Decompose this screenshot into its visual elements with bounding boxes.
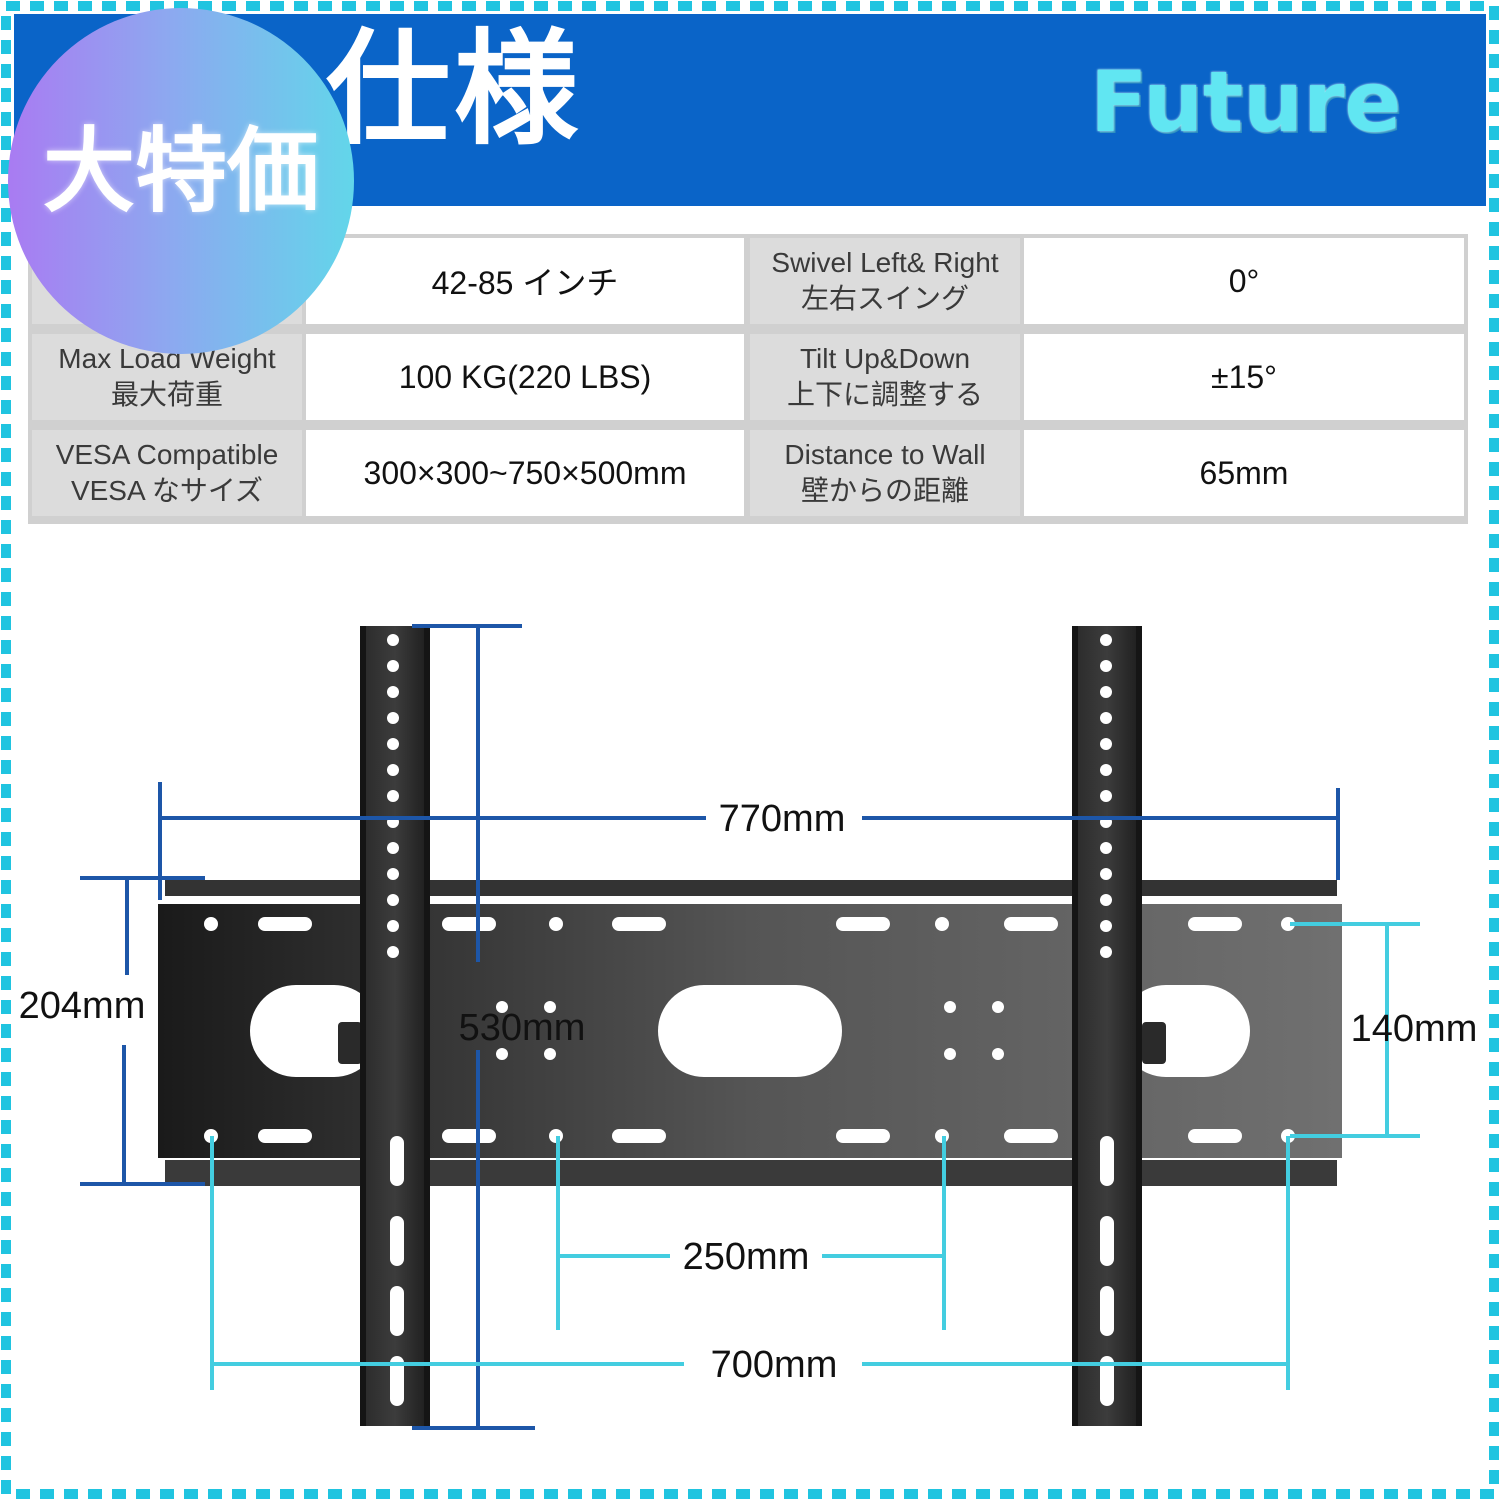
arm-hole [387,660,399,672]
arm-hole [387,790,399,802]
spec-label-en: VESA Compatible [55,439,279,470]
wall-plate [158,880,1342,1186]
spec-value-tilt: ±15° [1024,334,1464,420]
arm-hole [1100,790,1112,802]
spec-label-en: Distance to Wall [784,439,986,470]
dim-label-140: 140mm [1351,1008,1478,1050]
arm-hole [387,920,399,932]
arm-hole [387,634,399,646]
spec-value-distance: 65mm [1024,430,1464,516]
right-mounting-arm [1072,626,1142,1426]
arm-hole [1100,868,1112,880]
spec-label-ja: 壁からの距離 [800,475,969,506]
arm-hole [387,738,399,750]
spec-value-swivel: 0° [1024,238,1464,324]
sale-badge: 大特価 [8,8,354,354]
spec-label-ja: 最大荷重 [110,379,223,410]
dim-label-530: 530mm [459,1007,586,1049]
spec-label-en: Tilt Up&Down [799,343,971,374]
spec-label-ja: 上下に調整する [786,379,983,410]
arm-hole [1100,660,1112,672]
dimension-lines-cyan [210,922,1420,1390]
spec-label-swivel: Swivel Left& Right 左右スイング [750,238,1020,324]
dim-label-770: 770mm [719,798,846,840]
arm-hole [1100,712,1112,724]
arm-hole [387,894,399,906]
arm-hole [1100,764,1112,776]
arm-hole [1100,842,1112,854]
spec-value-load: 100 KG(220 LBS) [306,334,744,420]
arm-hole [387,764,399,776]
dim-label-700: 700mm [711,1344,838,1386]
arm-hole [1100,738,1112,750]
arm-hole [387,842,399,854]
left-mounting-arm [360,626,430,1426]
dim-label-250: 250mm [683,1236,810,1278]
arm-hole [1100,894,1112,906]
spec-label-distance: Distance to Wall 壁からの距離 [750,430,1020,516]
arm-hole [387,946,399,958]
brand-logo: Future [1090,53,1402,151]
arm-hole [1100,634,1112,646]
arm-hole [387,712,399,724]
arm-hole [1100,686,1112,698]
spec-label-ja: VESA なサイズ [70,475,264,506]
spec-label-vesa: VESA Compatible VESA なサイズ [32,430,302,516]
spec-label-ja: 左右スイング [800,283,969,314]
spec-label-load: Max Load Weight 最大荷重 [32,334,302,420]
spec-value-size: 42-85 インチ [306,238,744,324]
spec-label-tilt: Tilt Up&Down 上下に調整する [750,334,1020,420]
page-title: 仕様 [326,18,583,162]
arm-hole [1100,946,1112,958]
sale-badge-text: 大特価 [42,118,319,225]
spec-label-en: Swivel Left& Right [771,247,999,278]
arm-hole [1100,920,1112,932]
spec-table: 42-85 インチ Swivel Left& Right 左右スイング 0° M… [28,234,1468,524]
spec-value-vesa: 300×300~750×500mm [306,430,744,516]
arm-hole [387,868,399,880]
arm-hole [387,686,399,698]
dim-label-204: 204mm [19,985,146,1027]
